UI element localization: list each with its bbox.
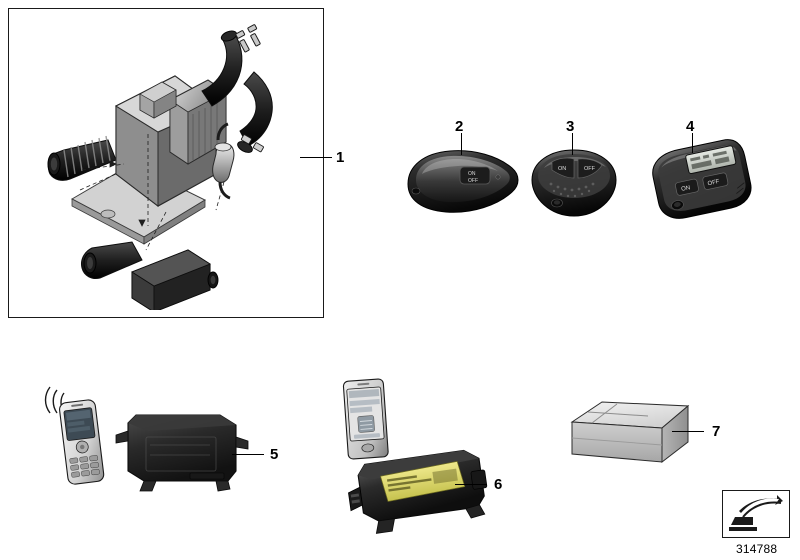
callout-5: 5 — [270, 446, 279, 463]
remote-control-fob-lcd-display: ON OFF — [640, 138, 760, 230]
callout-6: 6 — [494, 476, 503, 493]
part-number: 314788 — [736, 542, 778, 556]
item-1-frame — [8, 8, 324, 318]
callout-3: 3 — [566, 118, 575, 135]
gsm-telephone-module-board — [40, 385, 270, 505]
svg-text:ON: ON — [681, 185, 691, 193]
svg-text:OFF: OFF — [584, 166, 596, 172]
leader-line-7 — [672, 431, 704, 432]
smartphone-telestart-control-unit — [336, 374, 496, 534]
callout-1: 1 — [336, 149, 345, 166]
leader-line-1 — [300, 157, 332, 158]
svg-text:OFF: OFF — [468, 178, 478, 184]
callout-2: 2 — [455, 118, 464, 135]
leader-line-3 — [572, 133, 573, 155]
callout-7: 7 — [712, 423, 721, 440]
svg-text:ON: ON — [468, 171, 476, 177]
svg-text:OFF: OFF — [707, 179, 720, 187]
remote-control-fob-two-button: ON OFF — [518, 140, 628, 230]
remote-control-fob-single-button: ON OFF — [398, 140, 528, 225]
packaging-carton — [566, 396, 696, 476]
leader-line-4 — [692, 133, 693, 153]
auxiliary-heater-assembly — [20, 14, 320, 310]
leader-line-6 — [455, 484, 487, 485]
leader-line-5 — [232, 454, 264, 455]
orientation-arrow-box — [722, 490, 790, 538]
leader-line-2 — [461, 133, 462, 155]
svg-text:ON: ON — [558, 166, 566, 172]
callout-4: 4 — [686, 118, 695, 135]
